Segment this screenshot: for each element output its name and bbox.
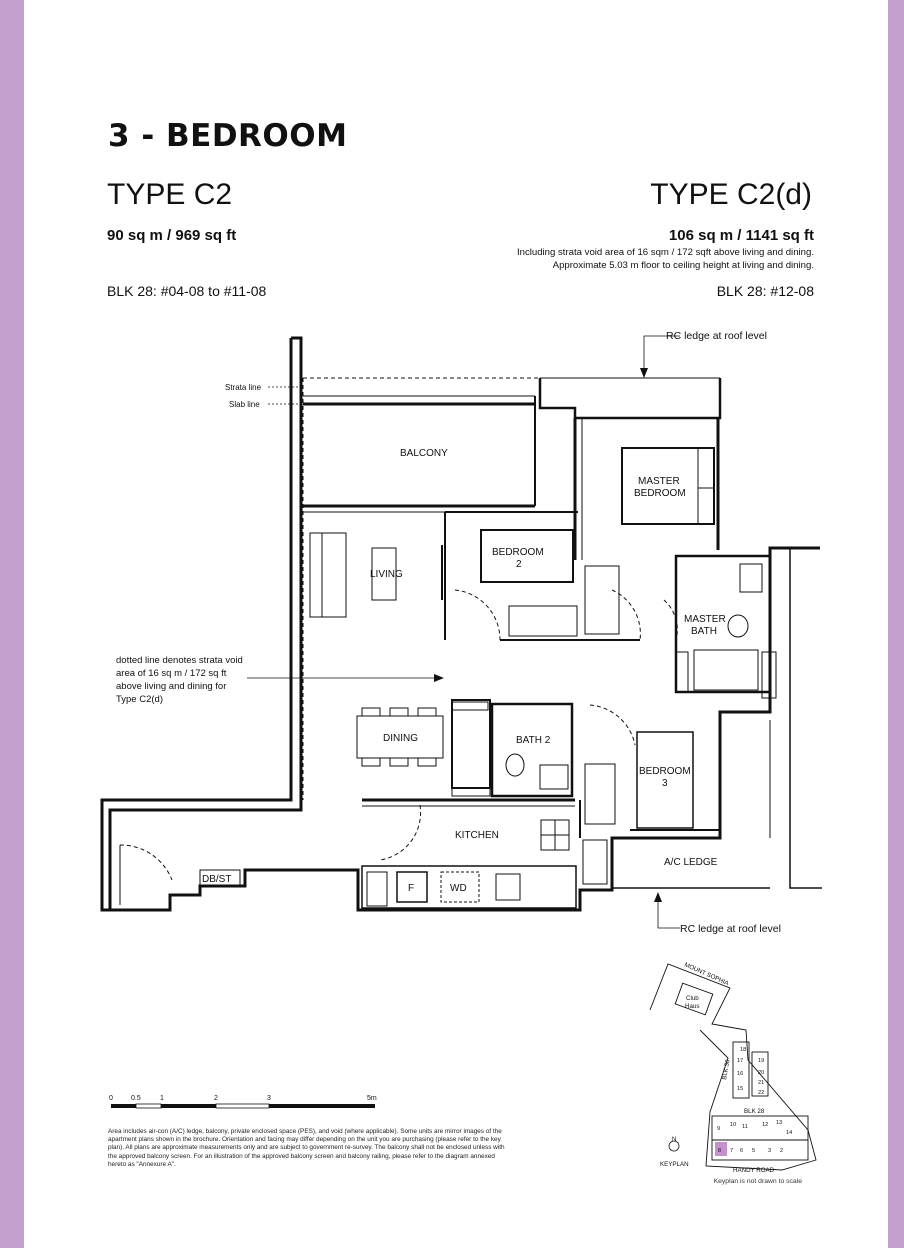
keyplan-clubhouse-1: Club (686, 995, 699, 1002)
north-arrow-icon (668, 1140, 680, 1152)
bedroom3-label-2: 3 (662, 778, 668, 789)
kitchen-label: KITCHEN (455, 830, 499, 841)
keyplan-unit: 22 (758, 1090, 764, 1096)
void-note-line4: Type C2(d) (116, 694, 163, 705)
keyplan-road-bottom: HANDY ROAD (733, 1167, 775, 1174)
floor-plan-sheet: { "heading": "3 - BEDROOM", "left_unit":… (24, 0, 888, 1248)
slab-line-label: Slab line (229, 400, 260, 409)
keyplan-unit: 14 (786, 1130, 792, 1136)
scale-bar: 0 0.5 1 2 3 5m (109, 1095, 377, 1109)
keyplan-clubhouse-2: Haus (685, 1003, 699, 1010)
area-c2d: 106 sq m / 1141 sq ft (668, 227, 814, 244)
master-bedroom-label-2: BEDROOM (634, 488, 686, 499)
block-units-c2: BLK 28: #04-08 to #11-08 (107, 283, 267, 299)
dining-label: DINING (383, 733, 418, 744)
keyplan-unit: 3 (768, 1148, 771, 1154)
strata-void-note: Including strata void area of 16 sqm / 1… (516, 247, 814, 258)
rc-ledge-top-label: RC ledge at roof level (666, 330, 767, 342)
keyplan-unit: 17 (737, 1058, 743, 1064)
keyplan-unit: 9 (717, 1126, 720, 1132)
floor-plan-drawing: RC ledge at roof level RC ledge at roof … (100, 330, 822, 1174)
bedroom3-label-1: BEDROOM (639, 766, 691, 777)
scale-tick-1: 1 (160, 1095, 164, 1102)
scale-tick-5m: 5m (367, 1095, 377, 1102)
keyplan-blk30: BLK 30 (721, 1059, 732, 1081)
keyplan-unit: 8 (718, 1148, 721, 1154)
keyplan-unit: 6 (740, 1148, 743, 1154)
page-heading: 3 - BEDROOM (108, 118, 348, 154)
living-label: LIVING (370, 569, 403, 580)
keyplan-unit: 13 (776, 1120, 782, 1126)
keyplan-unit: 18 (740, 1047, 746, 1053)
keyplan-label: KEYPLAN (660, 1161, 689, 1168)
keyplan-unit: 11 (742, 1124, 748, 1130)
ac-ledge-label: A/C LEDGE (664, 857, 718, 868)
bedroom2-label-2: 2 (516, 559, 522, 570)
disclaimer-text: Area includes air-con (A/C) ledge, balco… (108, 1128, 505, 1168)
keyplan: MOUNT SOPHIA Club Haus BLK 30 BLK 28 HAN… (649, 961, 817, 1174)
area-c2: 90 sq m / 969 sq ft (107, 227, 237, 244)
keyplan-unit: 2 (780, 1148, 783, 1154)
void-note-line1: dotted line denotes strata void (116, 655, 243, 666)
washer-label: WD (450, 883, 467, 894)
master-bedroom-label-1: MASTER (638, 476, 680, 487)
ceiling-height-note: Approximate 5.03 m floor to ceiling heig… (552, 260, 814, 271)
master-bath-label-2: BATH (691, 626, 717, 637)
scale-tick-2: 2 (214, 1095, 218, 1102)
void-note-line2: area of 16 sq m / 172 sq ft (116, 668, 227, 679)
balcony-label: BALCONY (400, 448, 448, 459)
keyplan-unit: 21 (758, 1080, 764, 1086)
keyplan-unit: 15 (737, 1086, 743, 1092)
unit-type-c2: TYPE C2 (107, 178, 233, 211)
strata-line-label: Strata line (225, 383, 262, 392)
keyplan-unit: 10 (730, 1122, 736, 1128)
keyplan-unit: 5 (752, 1148, 755, 1154)
bath2-label: BATH 2 (516, 735, 551, 746)
bedroom2-label-1: BEDROOM (492, 547, 544, 558)
keyplan-road-top: MOUNT SOPHIA (683, 961, 730, 987)
keyplan-unit: 16 (737, 1071, 743, 1077)
scale-tick-3: 3 (267, 1095, 271, 1102)
keyplan-unit: 20 (758, 1070, 764, 1076)
block-units-c2d: BLK 28: #12-08 (716, 283, 814, 299)
master-bath-label-1: MASTER (684, 614, 726, 625)
keyplan-highlight-unit (715, 1142, 727, 1156)
keyplan-unit: 19 (758, 1058, 764, 1064)
fridge-label: F (408, 883, 414, 894)
dbst-label: DB/ST (202, 874, 231, 885)
keyplan-unit: 7 (730, 1148, 733, 1154)
scale-tick-0-5: 0.5 (131, 1095, 141, 1102)
rc-ledge-bottom-label: RC ledge at roof level (680, 923, 781, 935)
keyplan-blk28: BLK 28 (744, 1108, 765, 1115)
void-note-line3: above living and dining for (116, 681, 226, 692)
keyplan-scale-note: Keyplan is not drawn to scale (713, 1178, 802, 1185)
unit-type-c2d: TYPE C2(d) (650, 178, 812, 211)
scale-tick-0: 0 (109, 1095, 113, 1102)
north-arrow-label: N (672, 1136, 676, 1143)
keyplan-unit: 12 (762, 1122, 768, 1128)
